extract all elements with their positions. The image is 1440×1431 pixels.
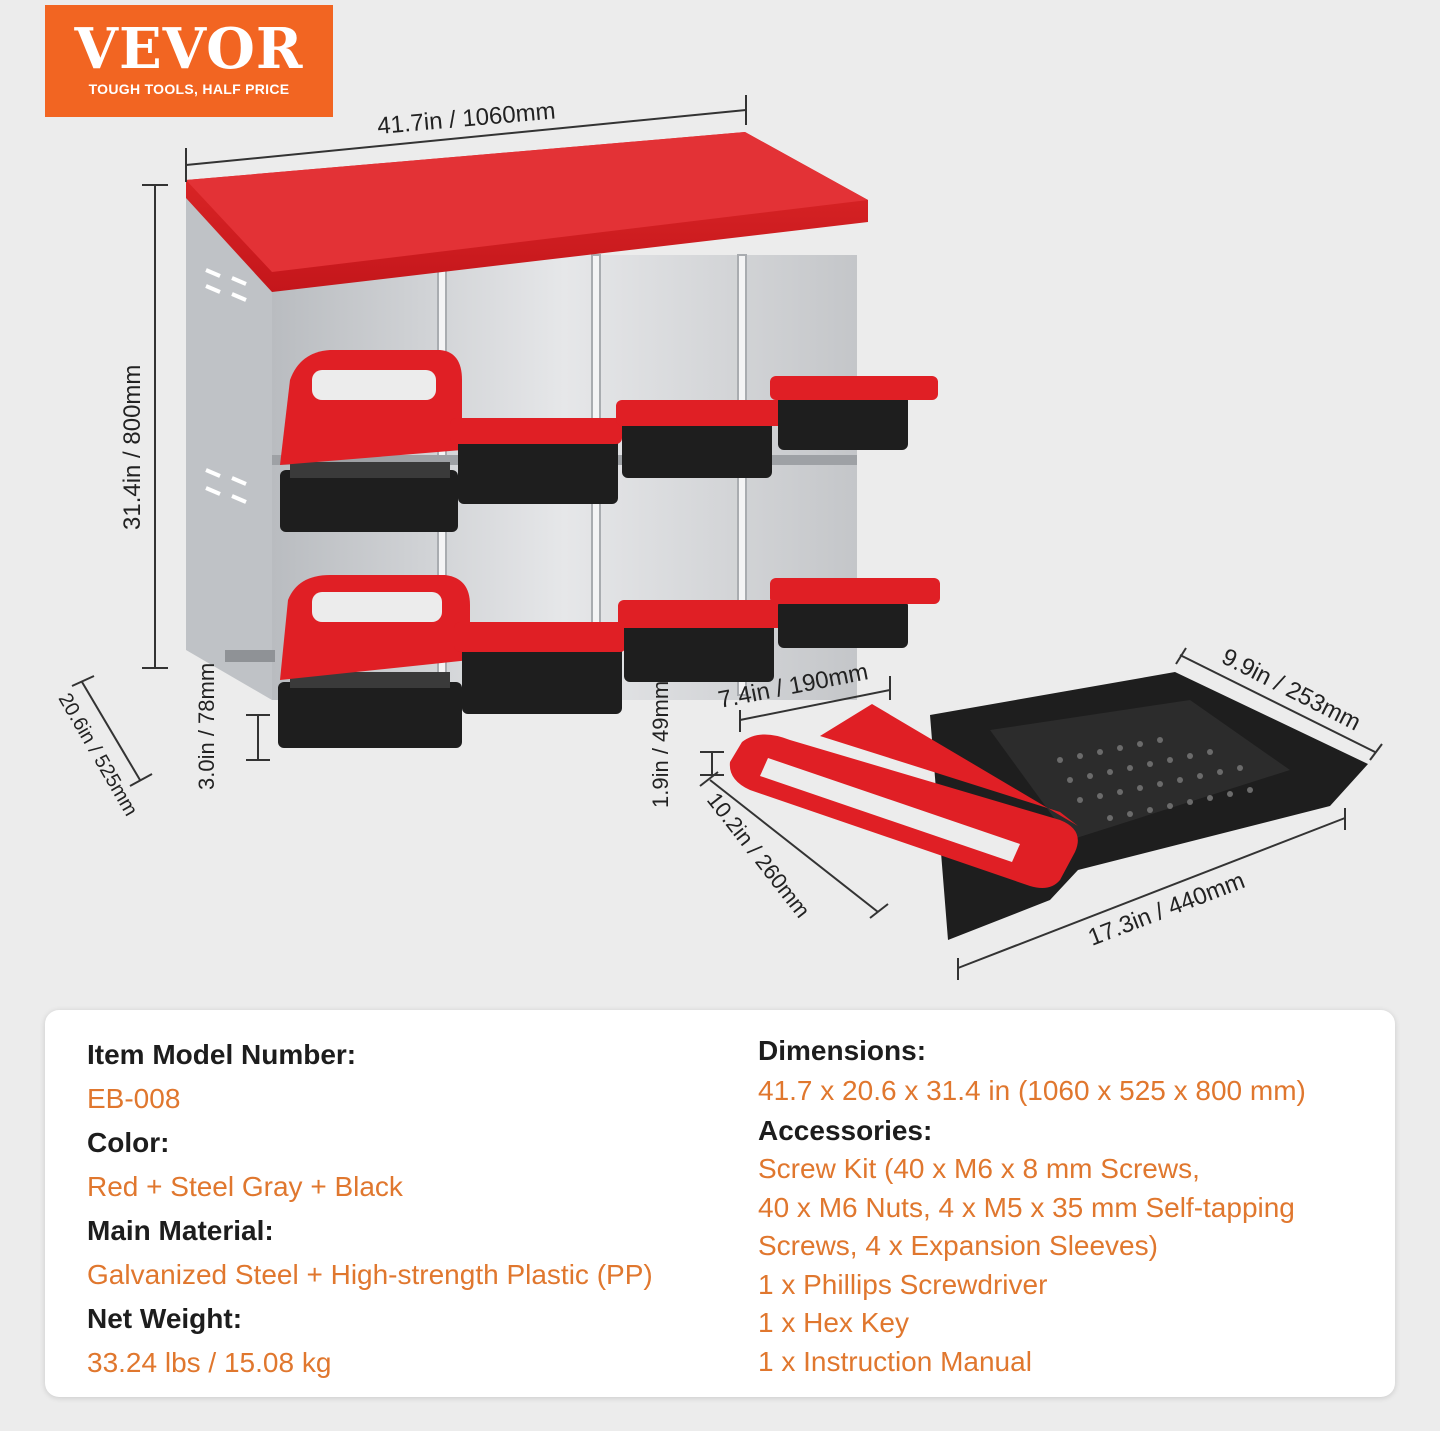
specs-left-column: Item Model Number: EB-008 Color: Red + S… [87, 1030, 653, 1382]
color-label: Color: [87, 1127, 170, 1158]
material-label: Main Material: [87, 1215, 274, 1246]
model-value: EB-008 [87, 1083, 181, 1114]
single-tray-illustration [729, 672, 1368, 940]
tray-perforations [1057, 737, 1253, 821]
specs-right-column: Dimensions: 41.7 x 20.6 x 31.4 in (1060 … [758, 1030, 1306, 1382]
lower-trays [278, 575, 940, 748]
dimension-lines [71, 95, 1383, 980]
logo-tagline: TOUGH TOOLS, HALF PRICE [88, 81, 290, 97]
dim-tray-front: 10.2in / 260mm [702, 788, 815, 923]
side-vents [205, 268, 247, 504]
roof-top [186, 132, 868, 272]
specs-card: Item Model Number: EB-008 Color: Red + S… [45, 1010, 1395, 1397]
accessory-item: 1 x Instruction Manual [758, 1345, 1032, 1377]
dim-tray-height: 1.9in / 49mm [648, 681, 673, 808]
accessories-label: Accessories: [758, 1115, 933, 1146]
accessories-list: Screw Kit (40 x M6 x 8 mm Screws, 40 x M… [758, 1150, 1306, 1382]
base-foot [225, 650, 275, 662]
dim-width: 41.7in / 1060mm [376, 97, 556, 139]
model-label: Item Model Number: [87, 1039, 357, 1070]
accessory-item: 1 x Phillips Screwdriver [758, 1268, 1048, 1300]
side-panel [186, 188, 272, 700]
weight-label: Net Weight: [87, 1303, 243, 1334]
color-value: Red + Steel Gray + Black [87, 1171, 403, 1202]
product-diagram: 41.7in / 1060mm 31.4in / 800mm 20.6in / … [54, 95, 1383, 980]
upper-trays [280, 350, 938, 532]
dim-lip: 3.0in / 78mm [194, 663, 219, 790]
weight-value: 33.24 lbs / 15.08 kg [87, 1347, 332, 1378]
logo-brand: VEVOR [74, 16, 304, 82]
vevor-logo: VEVOR TOUGH TOOLS, HALF PRICE [45, 5, 333, 117]
dimensions-label: Dimensions: [758, 1035, 927, 1066]
dim-height: 31.4in / 800mm [119, 365, 146, 530]
accessory-item: Screws, 4 x Expansion Sleeves) [758, 1230, 1158, 1262]
accessory-item: Screw Kit (40 x M6 x 8 mm Screws, [758, 1153, 1200, 1184]
accessory-item: 40 x M6 Nuts, 4 x M5 x 35 mm Self-tappin… [758, 1191, 1295, 1223]
nest-box-illustration [186, 132, 940, 748]
material-value: Galvanized Steel + High-strength Plastic… [87, 1259, 653, 1290]
dimensions-value: 41.7 x 20.6 x 31.4 in (1060 x 525 x 800 … [758, 1075, 1306, 1106]
accessory-item: 1 x Hex Key [758, 1307, 909, 1339]
